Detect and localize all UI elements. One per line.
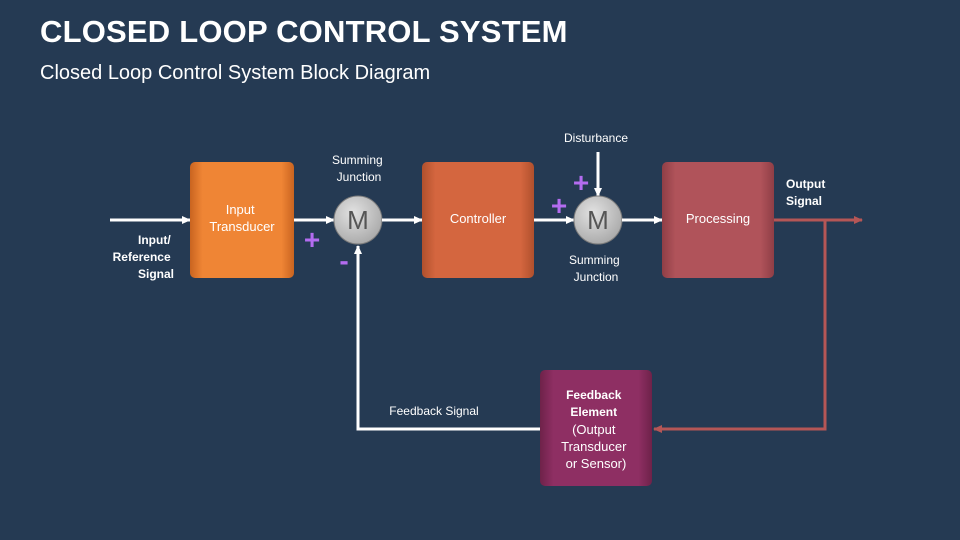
controller-label: Controller	[450, 211, 507, 226]
feedback-path-out	[653, 220, 827, 433]
plus-sign-disturbance: +	[573, 167, 589, 198]
feedback-element-label: Feedback Element (Output Transducer or S…	[561, 386, 631, 471]
processing-block	[662, 162, 774, 278]
feedback-path-return	[354, 245, 540, 431]
feedback-element-block	[540, 370, 652, 486]
page-subtitle: Closed Loop Control System Block Diagram	[40, 62, 431, 84]
output-signal-label: Output Signal	[786, 177, 829, 208]
disturbance-label: Disturbance	[564, 131, 628, 145]
summing-junction-1-label: Summing Junction	[332, 153, 386, 184]
input-transducer-block	[190, 162, 294, 278]
minus-sign-1: -	[339, 245, 348, 276]
page-title: CLOSED LOOP CONTROL SYSTEM	[40, 14, 568, 49]
plus-sign-1: +	[304, 224, 320, 255]
summing-junction-2-label: Summing Junction	[569, 253, 623, 284]
controller-block	[422, 162, 534, 278]
plus-sign-2: +	[551, 190, 567, 221]
processing-label: Processing	[686, 211, 750, 226]
feedback-signal-label: Feedback Signal	[389, 404, 478, 418]
summing-junction-1-symbol: M	[347, 205, 369, 235]
summing-junction-2-symbol: M	[587, 205, 609, 235]
input-transducer-label: Input Transducer	[209, 202, 275, 234]
input-signal-label: Input/ Reference Signal	[113, 233, 174, 281]
